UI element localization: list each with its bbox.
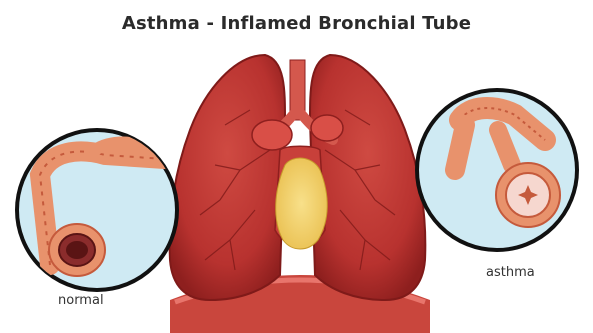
normal-bronchial-tube-inset [17, 130, 180, 290]
asthma-label: asthma [486, 265, 535, 280]
left-lung [170, 55, 285, 300]
normal-label: normal [58, 293, 104, 308]
asthma-bronchial-tube-inset [417, 90, 577, 250]
right-lung [310, 55, 425, 300]
fat-pad [276, 158, 328, 249]
